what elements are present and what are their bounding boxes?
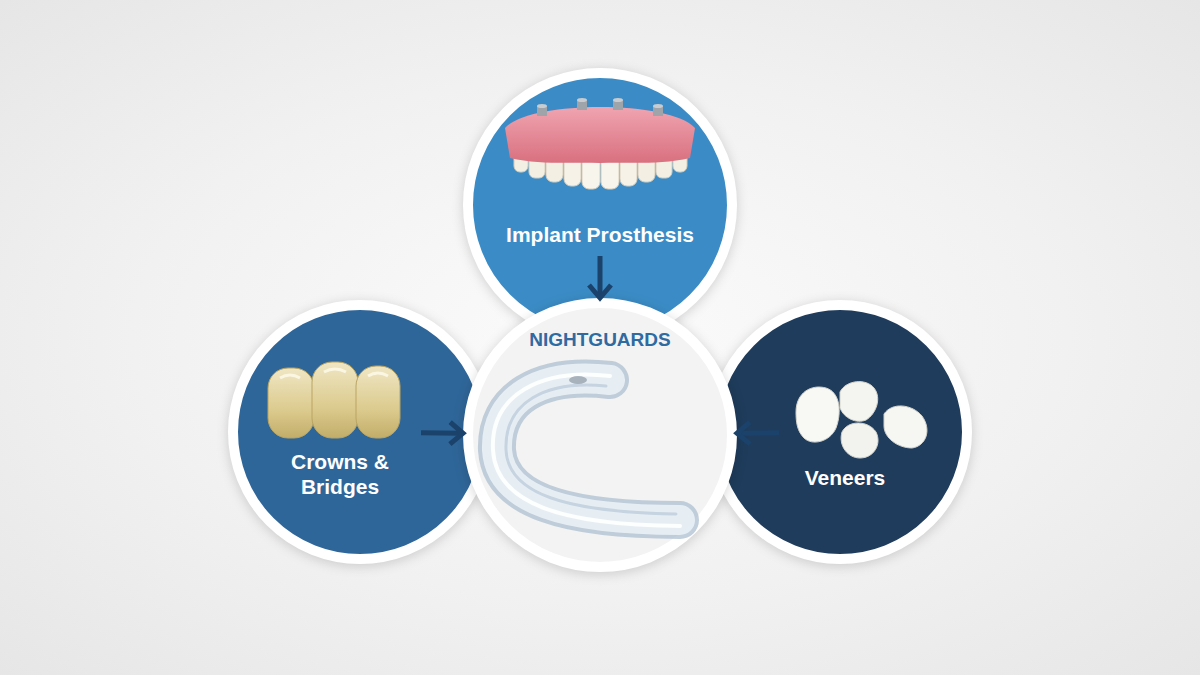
circle-fill [468,303,732,567]
circle-fill [233,305,487,559]
circle-fill [468,73,732,337]
circle-shape [225,297,495,567]
node-label: Implant Prosthesis [506,222,694,247]
circle-fill [713,305,967,559]
circle-node: NIGHTGUARDS [460,295,740,575]
circle-node: Veneers [705,297,975,567]
node-label: Crowns & Bridges [275,449,405,499]
node-label: Veneers [805,465,886,490]
circle-node: Crowns & Bridges [225,297,495,567]
node-label: NIGHTGUARDS [529,329,670,352]
circle-shape [705,297,975,567]
